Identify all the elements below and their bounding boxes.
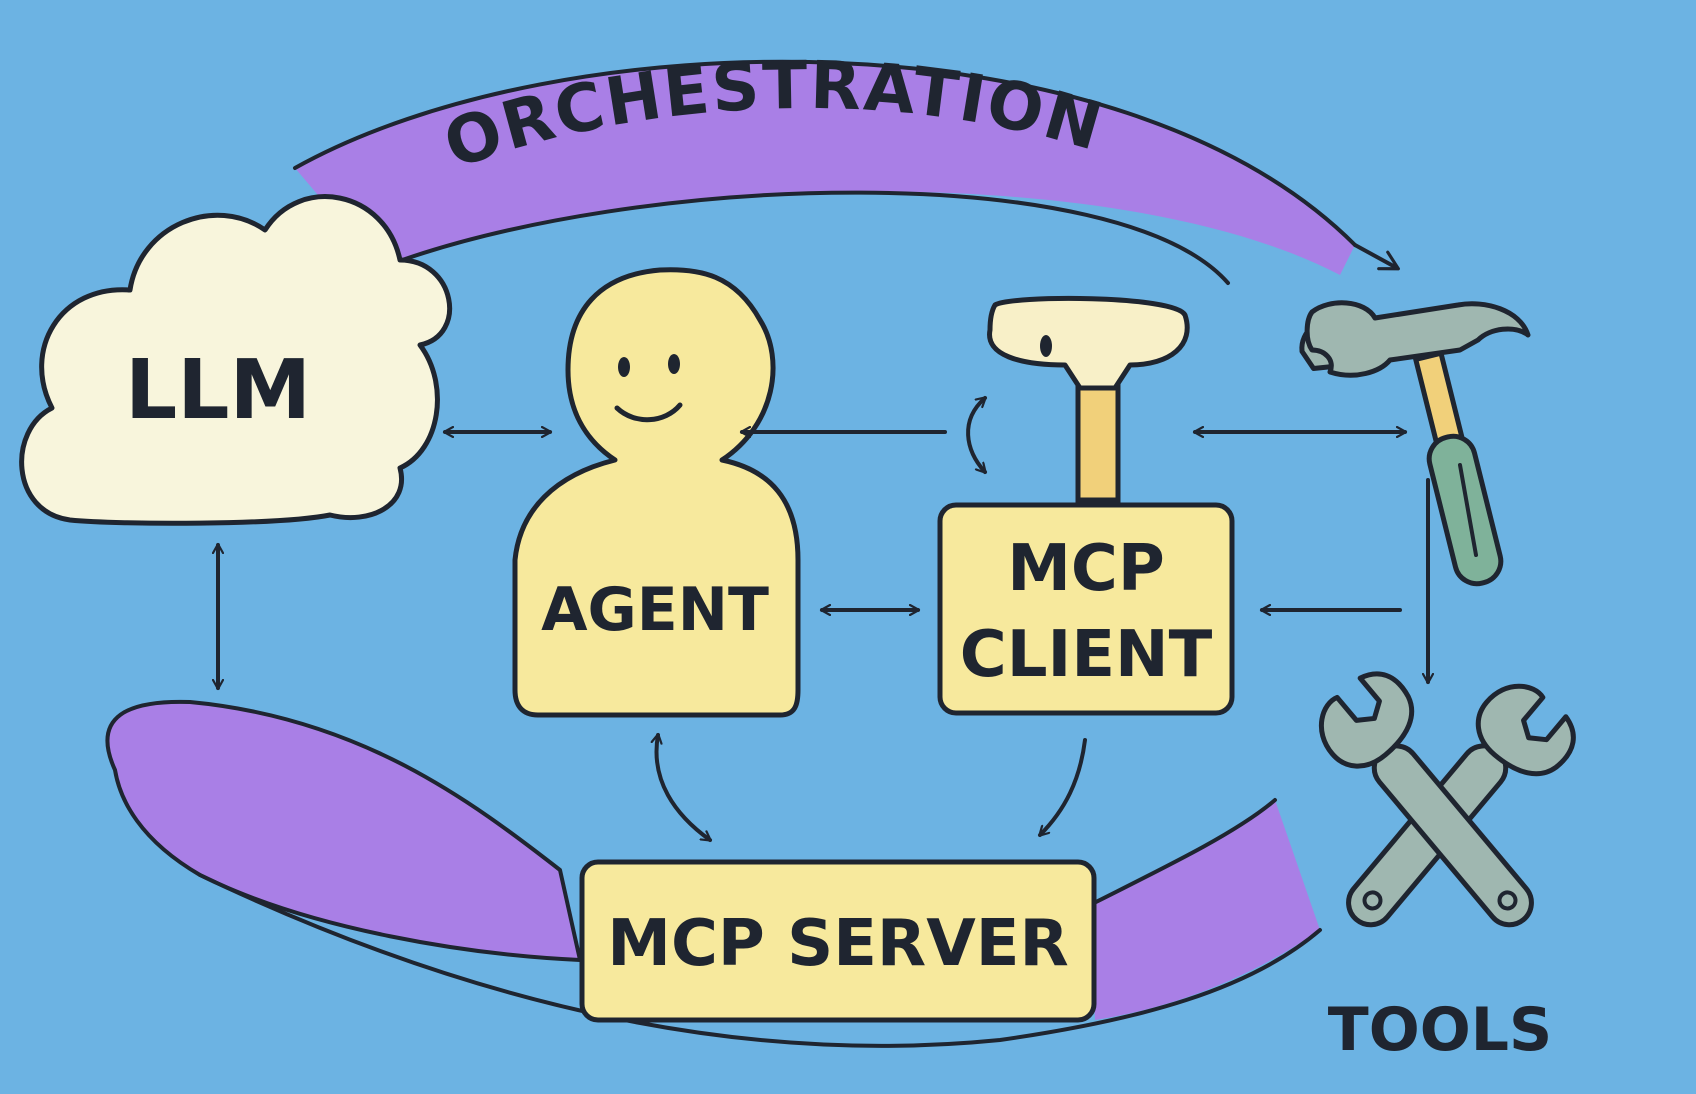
llm-label: LLM <box>125 343 311 438</box>
connectors <box>218 396 1428 842</box>
mcp-server-label: MCP SERVER <box>607 907 1068 981</box>
agent-eye-left <box>618 357 630 377</box>
crossed-wrenches-icon <box>1319 671 1576 928</box>
agent-node: AGENT <box>512 267 801 718</box>
plug-icon <box>987 295 1190 503</box>
arrow-agent-server <box>657 735 712 842</box>
mcp-client-label-line1: MCP <box>1007 532 1165 606</box>
arrow-plug-curve <box>966 396 987 474</box>
bottom-band <box>105 699 1322 1048</box>
mcp-client-node: MCP CLIENT <box>937 295 1235 716</box>
wrench-hammer-icon <box>1299 300 1531 587</box>
person-icon <box>512 267 801 718</box>
agent-label: AGENT <box>541 575 769 645</box>
mcp-client-box <box>937 502 1235 716</box>
agent-eye-right <box>668 354 680 374</box>
mcp-server-box <box>579 859 1097 1023</box>
mcp-server-node: MCP SERVER <box>579 859 1097 1023</box>
llm-node: LLM <box>19 194 453 526</box>
tools-label: TOOLS <box>1328 995 1552 1065</box>
agent-smile <box>614 402 683 423</box>
mcp-client-label-line2: CLIENT <box>960 618 1213 692</box>
arrow-client-server <box>1038 738 1087 837</box>
orchestration-band: ORCHESTRATION <box>293 47 1400 285</box>
cloud-icon <box>19 194 453 526</box>
